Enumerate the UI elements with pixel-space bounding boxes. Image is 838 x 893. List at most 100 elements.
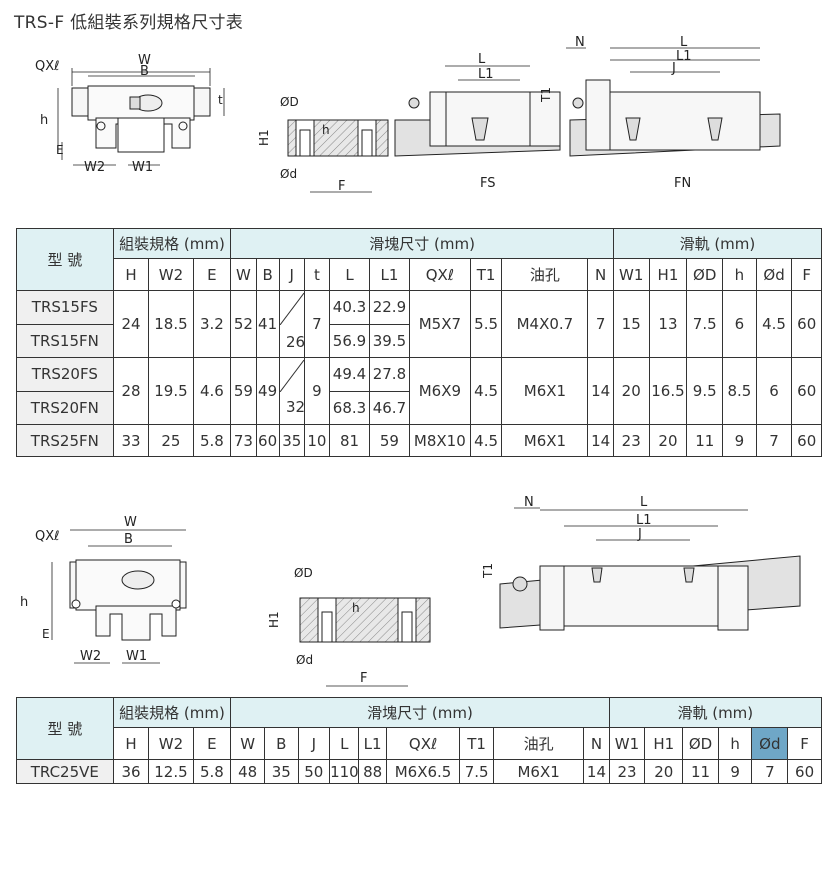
label2-h1: H1 [267, 611, 281, 628]
table-cell: 41 [255, 290, 280, 358]
table-cell: 39.5 [368, 323, 410, 358]
table-cell: 14 [583, 759, 610, 784]
table-cell: W2 [148, 727, 194, 760]
label2-f: F [360, 671, 367, 686]
col-od-small-highlighted: Ød [751, 727, 789, 760]
table-cell: 60 [787, 759, 822, 784]
label-h-small: h [322, 123, 330, 137]
header2-model: 型 號 [16, 697, 114, 760]
table-cell: 46.7 [368, 390, 410, 425]
table-cell: 6 [722, 290, 757, 358]
table-row: TRS15FS 24 18.5 3.2 52 41 7 40.3 22.9 M5… [16, 290, 822, 358]
table-cell: M6X9 [408, 357, 471, 425]
table-cell: 22.9 [368, 290, 410, 325]
table-row: TRS20FN 68.3 46.7 [16, 390, 822, 425]
table-cell: 9.5 [686, 357, 724, 425]
label-fn-t1: T1 [539, 87, 553, 103]
end-view-block [71, 85, 211, 153]
table-cell: 60 [791, 424, 822, 457]
table-cell: E [192, 727, 232, 760]
table-cell: 8.5 [722, 357, 757, 425]
table-cell: 88 [358, 759, 387, 784]
cell-model: TRS15FN [16, 323, 114, 358]
table-cell: 24 [112, 290, 150, 358]
table-cell: 5.8 [192, 424, 232, 457]
label-w2: W2 [84, 160, 105, 175]
table-cell: 7.5 [686, 290, 724, 358]
label2-w1: W1 [126, 649, 147, 664]
col-j: J [278, 258, 305, 291]
label2-w: W [124, 515, 137, 530]
table-cell: M6X1 [492, 759, 585, 784]
table-cell: 6 [755, 357, 793, 425]
col-f: F [791, 258, 822, 291]
technical-drawing-fs-fn: QXℓ W B t h E W2 W1 ØD H1 h Ød F L L1 FS [35, 35, 781, 194]
table-cell: 12.5 [148, 759, 194, 784]
table-cell: 4.6 [192, 357, 232, 425]
col-n: N [587, 258, 614, 291]
label-fn-l: L [680, 35, 688, 50]
table-cell: QXℓ [385, 727, 461, 760]
label-qxl: QXℓ [35, 59, 60, 74]
header-block: 滑塊尺寸 (mm) [230, 228, 614, 259]
table-cell: M5X7 [408, 290, 471, 358]
table-cell: 60 [791, 290, 822, 358]
table-cell: 20 [644, 759, 684, 784]
label-fs-l1: L1 [478, 67, 494, 82]
table-cell: 14 [587, 357, 614, 425]
table-cell: W1 [608, 727, 646, 760]
table-cell: M6X1 [501, 424, 589, 457]
table-cell: ØD [682, 727, 719, 760]
spec-table-trs-f: 型 號 組裝規格 (mm) 滑塊尺寸 (mm) 滑軌 (mm) H W2 E W… [16, 228, 823, 457]
table-cell: 7 [755, 424, 793, 457]
cell-j-split [278, 357, 305, 425]
label-h1: H1 [257, 129, 271, 146]
header2-block: 滑塊尺寸 (mm) [230, 697, 610, 728]
table-cell: L [329, 727, 360, 760]
table-cell: M4X0.7 [501, 290, 589, 358]
table-cell: 48 [230, 759, 265, 784]
table-cell: F [787, 727, 822, 760]
table-row: TRS25FN 33 25 5.8 73 60 35 10 81 59 M8X1… [16, 424, 822, 457]
table-cell: 73 [230, 424, 257, 457]
col-l1: L1 [368, 258, 410, 291]
cell-model: TRS25FN [16, 424, 114, 457]
label2-e: E [42, 627, 50, 641]
table-cell: 4.5 [469, 357, 503, 425]
j-value-20fn: 32 [286, 398, 306, 416]
label2-qxl: QXℓ [35, 529, 60, 544]
label-fs-l: L [478, 52, 486, 67]
table-cell: 14 [587, 424, 614, 457]
table-cell: 23 [612, 424, 650, 457]
table-cell: 16.5 [648, 357, 688, 425]
table-cell: 7 [303, 290, 331, 358]
col-l: L [329, 258, 370, 291]
table-cell: 4.5 [469, 424, 503, 457]
table-row: TRC25VE 36 12.5 5.8 48 35 50 110 88 M6X6… [16, 759, 822, 784]
col-w: W [230, 258, 257, 291]
table-cell: 52 [230, 290, 257, 358]
table-cell: 15 [612, 290, 650, 358]
label-w: W [138, 53, 151, 68]
col-t1: T1 [469, 258, 503, 291]
table-cell: 20 [648, 424, 688, 457]
table-cell: 7 [587, 290, 614, 358]
table-cell: 7 [751, 759, 789, 784]
table-cell: 81 [329, 424, 370, 457]
label-fn: FN [674, 176, 691, 191]
label2-n: N [524, 495, 534, 510]
col-qxl: QXℓ [408, 258, 471, 291]
label2-od-small: Ød [296, 653, 313, 667]
table-cell: 40.3 [329, 290, 370, 325]
label2-b: B [124, 532, 133, 547]
side-view-2 [499, 555, 801, 631]
col-h-small: h [722, 258, 757, 291]
label-od-big: ØD [280, 95, 299, 109]
col-e: E [192, 258, 232, 291]
label-t: t [218, 93, 223, 107]
label-od-small: Ød [280, 167, 297, 181]
table-cell: 19.5 [148, 357, 194, 425]
table-cell: 50 [297, 759, 331, 784]
col-od-small: Ød [755, 258, 793, 291]
table-cell: M8X10 [408, 424, 471, 457]
